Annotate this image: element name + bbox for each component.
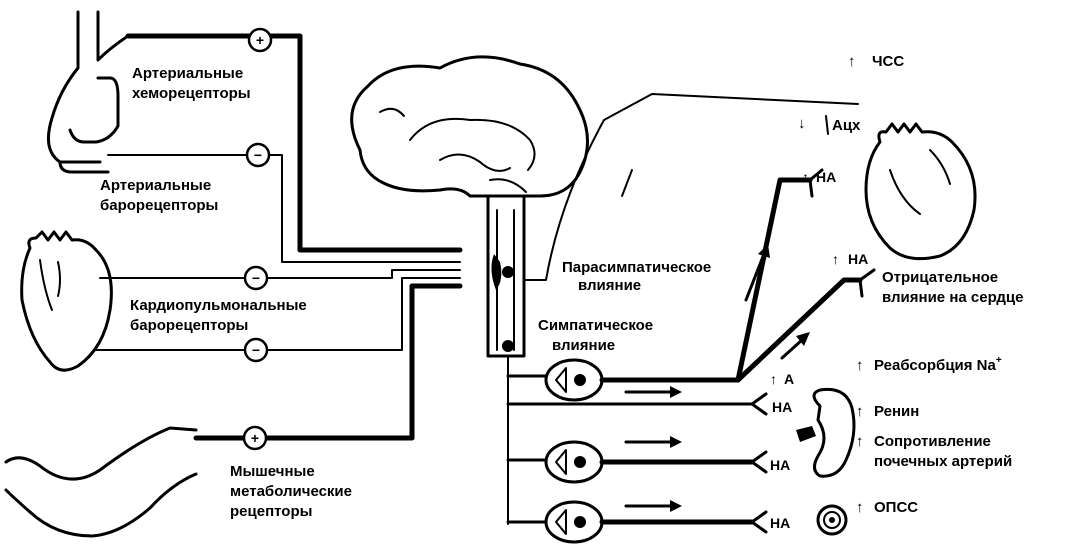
cardio-sign-node-2: −: [245, 339, 267, 361]
arrow-up-na-1: ↑: [802, 169, 809, 185]
ganglion-icon-3: [546, 502, 602, 542]
arrow-up-resist: ↑: [856, 433, 864, 450]
label-reabs: Реабсорбция Na+: [874, 355, 1002, 374]
baro-sign-node: −: [247, 144, 269, 166]
label-sympathetic: Симпатическое влияние: [538, 317, 657, 354]
arrow-up-renin: ↑: [856, 403, 864, 420]
cardio-sign-node-1: −: [245, 267, 267, 289]
cardio-sign-1: −: [252, 270, 260, 286]
muscle-sign-node: +: [244, 427, 266, 449]
label-renin: Ренин: [874, 403, 919, 420]
label-cardiopulm: Кардиопульмональные барорецепторы: [130, 297, 311, 334]
label-arterial-chemo: Артериальные хеморецепторы: [132, 65, 251, 102]
chemo-sign-node: +: [249, 29, 271, 51]
label-muscle: Мышечные метаболические рецепторы: [230, 463, 356, 520]
label-negative: Отрицательное влияние на сердце: [882, 269, 1023, 306]
cardio-sign-2: −: [252, 342, 260, 358]
cardio-line-2: [96, 278, 460, 350]
label-resist: Сопротивление почечных артерий: [874, 433, 1012, 470]
label-na-1: НА: [816, 169, 836, 185]
aortic-arch-icon: [48, 12, 128, 172]
brain-icon: [352, 57, 588, 196]
arrow-down-ach: ↓: [798, 115, 806, 132]
arrow-up-na-2: ↑: [832, 251, 839, 267]
parasympathetic-line: [524, 94, 858, 280]
label-arterial-baro: Артериальные барорецепторы: [100, 177, 218, 214]
vessel-icon: [818, 506, 846, 534]
label-hr: ЧСС: [872, 53, 904, 70]
cardio-line-1: [100, 270, 460, 278]
label-na-3: НА: [772, 399, 792, 415]
muscle-sign: +: [251, 430, 259, 446]
arrow-up-hr: ↑: [848, 53, 856, 70]
ganglion-icon-2: [546, 442, 602, 482]
label-na-2: НА: [848, 251, 868, 267]
label-a: А: [784, 371, 794, 387]
chemo-sign: +: [256, 32, 264, 48]
label-na-4: НА: [770, 457, 790, 473]
kidney-icon: [796, 389, 854, 476]
arrow-up-a: ↑: [770, 371, 777, 387]
baro-sign: −: [254, 147, 262, 163]
label-na-5: НА: [770, 515, 790, 531]
label-parasympathetic: Парасимпатическое влияние: [562, 259, 715, 294]
arrow-up-opss: ↑: [856, 499, 864, 516]
spinal-cord: [488, 196, 524, 356]
heart-icon-right: [866, 124, 975, 259]
arm-icon: [6, 428, 196, 536]
label-opss: ОПСС: [874, 499, 918, 516]
ganglion-icon: [546, 360, 602, 400]
label-ach: Ацх: [832, 117, 861, 134]
arrow-up-reabs: ↑: [856, 357, 864, 374]
